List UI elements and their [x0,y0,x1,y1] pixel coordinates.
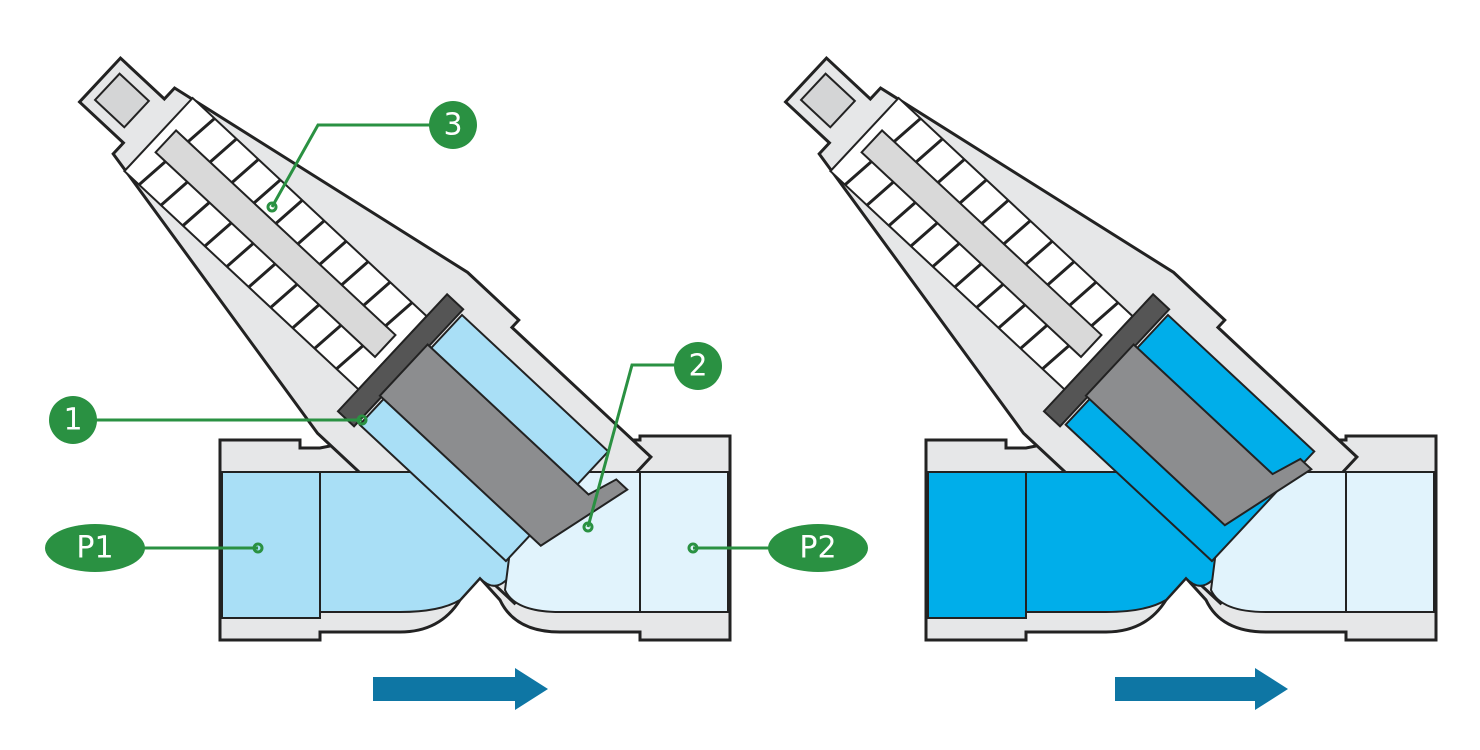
valve-open-view [729,0,1438,642]
valve-closed-view [23,0,732,642]
callout-1-label: 1 [63,403,82,438]
callout-1: 1 [49,396,97,444]
flow-arrow-left [373,668,548,710]
callout-2: 2 [674,342,722,390]
callout-3-label: 3 [443,108,462,143]
callout-p1: P1 [45,524,145,572]
callout-2-label: 2 [688,349,707,384]
outlet-chamber [1209,471,1435,613]
callout-p2: P2 [768,524,868,572]
callout-3: 3 [429,101,477,149]
valve-stem [378,343,629,547]
valve-stem [1084,343,1313,527]
callout-p1-label: P1 [76,531,113,566]
flow-arrow-right [1115,668,1288,710]
callout-p2-label: P2 [799,531,836,566]
